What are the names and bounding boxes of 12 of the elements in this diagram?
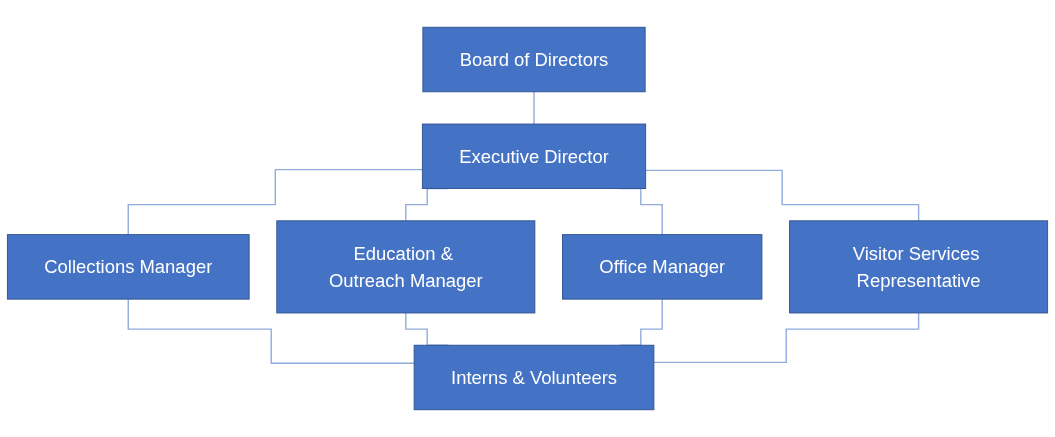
node-box: Interns & Volunteers [413,344,655,411]
connector [653,312,920,364]
node-box: Office Manager [562,234,763,300]
connector [127,298,415,364]
connector [644,169,920,222]
node-box: Executive Director [421,123,647,189]
connector [533,91,535,125]
node-box: Visitor Services Representative [789,220,1049,314]
node-box: Education & Outreach Manager [276,220,536,314]
node-box: Board of Directors [422,26,646,93]
node-box: Collections Manager [6,234,250,300]
connector [127,168,424,236]
